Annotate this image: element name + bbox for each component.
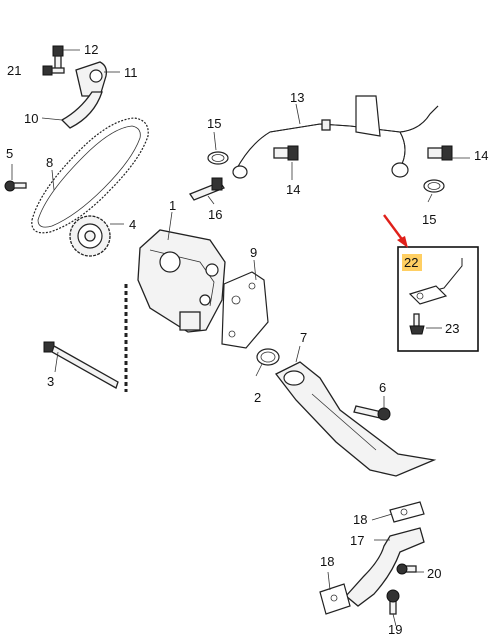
part-1-oil-pump[interactable] [137,229,226,333]
callout-20: 20 [427,566,441,581]
callout-17: 17 [350,533,364,548]
callout-15a: 15 [207,116,221,131]
part-20-bolt[interactable] [396,563,417,575]
callout-3: 3 [47,374,54,389]
callout-14a: 14 [286,182,300,197]
part-6-bolt[interactable] [353,405,391,421]
callout-15b: 15 [422,212,436,227]
part-5-bolt[interactable] [4,180,27,192]
callout-12: 12 [84,42,98,57]
part-7-oil-duct[interactable] [275,361,437,477]
part-11-tensioner[interactable] [75,61,120,97]
callout-6: 6 [379,380,386,395]
part-3-bolt[interactable] [43,341,119,389]
callout-1: 1 [169,198,176,213]
part-18-gasket-b[interactable] [319,583,351,615]
part-17-pipe[interactable] [345,527,425,607]
callout-22: 22 [404,255,418,270]
part-9-gasket[interactable] [221,271,269,349]
callout-16: 16 [208,207,222,222]
callout-21: 21 [7,63,21,78]
part-14-hollow-bolt-b[interactable] [427,145,453,161]
highlight-arrow [383,214,408,248]
callout-5: 5 [6,146,13,161]
part-15-washer-b[interactable] [423,179,445,193]
callout-22-highlight [402,254,422,271]
callout-23: 23 [445,321,459,336]
part-14-hollow-bolt-a[interactable] [273,145,299,161]
callout-8: 8 [46,155,53,170]
part-2-o-ring[interactable] [256,348,280,366]
part-10-tensioner-rail[interactable] [41,91,103,129]
callout-7: 7 [300,330,307,345]
callout-14b: 14 [474,148,488,163]
part-21-bolt[interactable] [42,65,65,76]
part-23-bolt[interactable] [409,313,442,335]
callout-13: 13 [290,90,304,105]
callout-18a: 18 [353,512,367,527]
part-8-chain[interactable] [31,117,149,234]
leader-lines [11,103,470,627]
part-15-washer-a[interactable] [207,151,229,165]
callout-19: 19 [388,622,402,636]
callout-10: 10 [24,111,38,126]
callout-9: 9 [250,245,257,260]
callout-4: 4 [129,217,136,232]
part-13-oil-pipe[interactable] [232,95,439,179]
callout-11: 11 [124,65,138,80]
part-19-bolt[interactable] [386,589,400,615]
callout-18b: 18 [320,554,334,569]
part-12-bolt[interactable] [52,45,80,71]
part-4-sprocket[interactable] [69,215,124,257]
part-22-oil-jet[interactable] [408,258,463,305]
part-18-gasket-a[interactable] [389,501,425,523]
callout-2: 2 [254,390,261,405]
part-16-stud[interactable] [189,177,225,201]
callout-labels: 1 2 3 4 5 6 7 8 9 10 11 12 13 14 14 15 1… [6,42,488,636]
